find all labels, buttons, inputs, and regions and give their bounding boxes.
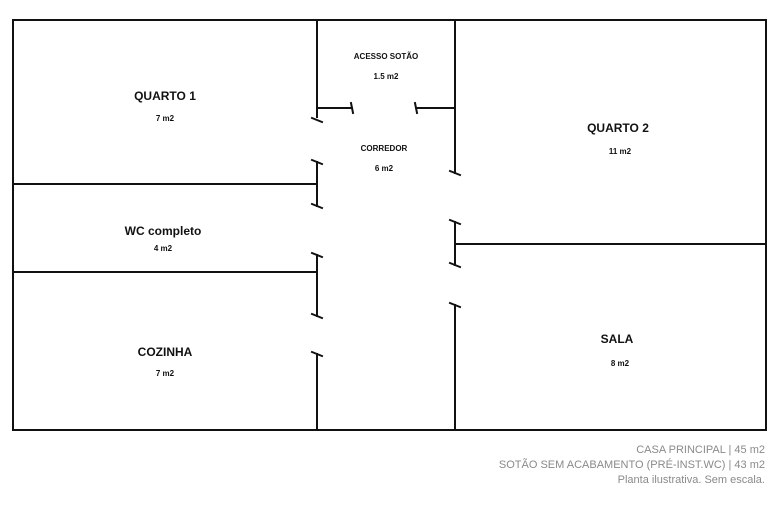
plan-caption: CASA PRINCIPAL | 45 m2 SOTÃO SEM ACABAME… — [499, 443, 765, 488]
door-tick — [310, 158, 324, 166]
door-tick — [310, 251, 324, 259]
door-tick — [310, 116, 324, 124]
door-tick — [349, 101, 355, 115]
floor-plan: QUARTO 1 7 m2 ACESSO SOTÃO 1.5 m2 CORRED… — [12, 19, 767, 431]
caption-attic: SOTÃO SEM ACABAMENTO (PRÉ-INST.WC) | 43 … — [498, 459, 765, 471]
door-tick — [310, 312, 324, 320]
door-tick — [310, 350, 324, 358]
room-acesso-area: 1.5 m2 — [374, 72, 399, 81]
room-wc-name: WC completo — [125, 224, 202, 238]
room-quarto1-name: QUARTO 1 — [134, 89, 196, 103]
room-corredor-area: 6 m2 — [375, 164, 394, 173]
caption-disclaimer: Planta ilustrativa. Sem escala. — [617, 474, 765, 486]
door-tick — [448, 301, 462, 309]
room-cozinha-name: COZINHA — [138, 345, 193, 359]
caption-main-house: CASA PRINCIPAL | 45 m2 — [636, 444, 765, 456]
room-acesso-name: ACESSO SOTÃO — [354, 52, 418, 61]
room-corredor-name: CORREDOR — [361, 144, 408, 153]
room-quarto2-area: 11 m2 — [609, 147, 632, 156]
door-tick — [310, 202, 324, 210]
door-tick — [448, 261, 462, 269]
door-tick — [413, 101, 419, 115]
door-tick — [448, 169, 462, 177]
door-tick — [448, 218, 462, 226]
room-sala-area: 8 m2 — [611, 359, 630, 368]
room-quarto1-area: 7 m2 — [156, 114, 175, 123]
room-wc-area: 4 m2 — [154, 244, 173, 253]
room-cozinha-area: 7 m2 — [156, 369, 175, 378]
room-sala-name: SALA — [601, 332, 634, 346]
room-quarto2-name: QUARTO 2 — [587, 121, 649, 135]
outer-wall — [12, 19, 767, 431]
